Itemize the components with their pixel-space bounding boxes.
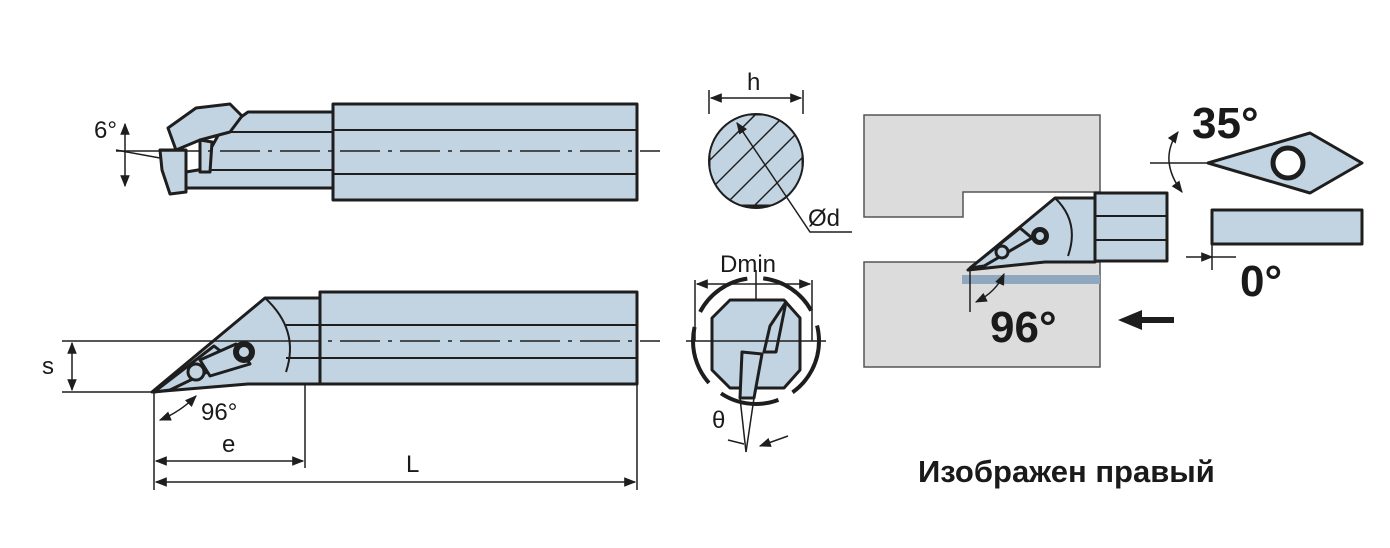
label-dim-h: h xyxy=(747,69,760,96)
label-dim-s: s xyxy=(42,353,54,380)
label-dim-e: e xyxy=(222,431,235,458)
label-clearance-angle: 0° xyxy=(1240,257,1282,306)
top-view-toolholder xyxy=(115,102,660,202)
insert-detail xyxy=(1150,131,1364,270)
caption-right-hand: Изображен правый xyxy=(918,454,1215,489)
label-angle-top: 6° xyxy=(94,117,117,144)
label-insert-angle: 35° xyxy=(1192,99,1259,148)
bottom-view-toolholder xyxy=(62,290,660,490)
label-dim-dmin: Dmin xyxy=(720,251,776,278)
end-view xyxy=(686,270,826,453)
label-dim-d: Ød xyxy=(808,205,840,232)
label-dim-theta: θ xyxy=(712,407,725,434)
machining-scheme xyxy=(863,114,1174,368)
label-angle-bottom: 96° xyxy=(201,399,237,426)
label-approach-angle: 96° xyxy=(990,303,1057,352)
label-dim-L: L xyxy=(406,451,419,478)
